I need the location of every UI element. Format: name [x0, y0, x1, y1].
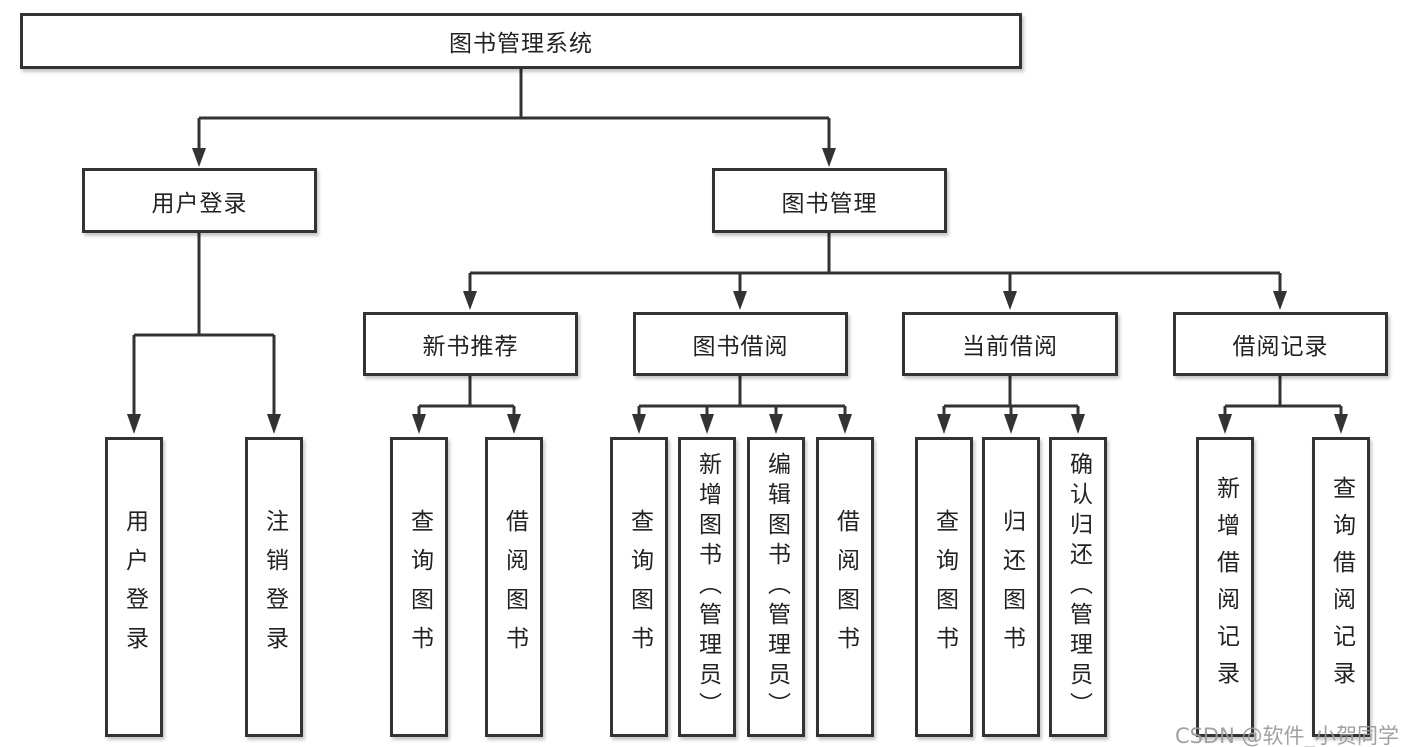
- node-label: 编辑图书（管理员）: [763, 452, 790, 722]
- node-label: 查询图书: [931, 509, 958, 665]
- node-label: 查询图书: [406, 509, 433, 665]
- node-user-login: 用户登录: [82, 168, 317, 233]
- node-label: 借阅记录: [1232, 334, 1329, 360]
- node-label: 图书管理系统: [449, 31, 593, 57]
- node-book-management: 图书管理: [712, 168, 947, 233]
- node-label: 图书管理: [781, 190, 878, 217]
- connector-borrow-rec-to-leaves: [1223, 376, 1343, 416]
- connector-new-book-to-leaves: [417, 376, 516, 416]
- connector-root-to-level2: [197, 69, 831, 150]
- node-label: 确认归还（管理员）: [1065, 452, 1092, 722]
- node-root: 图书管理系统: [20, 13, 1022, 69]
- arrowheads: [127, 148, 1348, 434]
- leaf-return-book: 归还图书: [982, 437, 1040, 737]
- leaf-query-books-borrowing: 查询图书: [610, 437, 668, 737]
- node-label: 查询借阅记录: [1328, 476, 1355, 698]
- node-label: 新书推荐: [422, 334, 519, 360]
- connector-user-login-to-leaves: [132, 233, 276, 416]
- node-label: 图书借阅: [692, 334, 789, 360]
- connector-cur-borrow-to-leaves: [942, 376, 1080, 416]
- leaf-user-login: 用户登录: [105, 437, 163, 737]
- connector-book-borrow-to-leaves: [637, 376, 847, 416]
- node-label: 用户登录: [151, 190, 248, 217]
- leaf-query-borrow-record: 查询借阅记录: [1312, 437, 1370, 737]
- leaf-logout: 注销登录: [245, 437, 303, 737]
- node-label: 查询图书: [626, 509, 653, 665]
- leaf-borrow-books-recommend: 借阅图书: [485, 437, 543, 737]
- connector-book-mgmt-to-level3: [468, 233, 1282, 292]
- node-label: 注销登录: [261, 509, 288, 665]
- leaf-confirm-return-admin: 确认归还（管理员）: [1049, 437, 1107, 737]
- node-label: 借阅图书: [832, 509, 859, 665]
- leaf-add-book-admin: 新增图书（管理员）: [678, 437, 736, 737]
- node-label: 新增图书（管理员）: [694, 452, 721, 722]
- node-label: 当前借阅: [962, 334, 1058, 360]
- node-new-book-recommend: 新书推荐: [363, 312, 578, 376]
- leaf-query-books-recommend: 查询图书: [390, 437, 448, 737]
- leaf-edit-book-admin: 编辑图书（管理员）: [747, 437, 805, 737]
- node-label: 新增借阅记录: [1212, 476, 1239, 698]
- node-label: 借阅图书: [501, 509, 528, 665]
- node-label: 归还图书: [998, 509, 1025, 665]
- node-label: 用户登录: [121, 509, 148, 665]
- leaf-add-borrow-record: 新增借阅记录: [1196, 437, 1254, 737]
- leaf-borrow-books-borrowing: 借阅图书: [816, 437, 874, 737]
- csdn-watermark: CSDN @软件_小贺同学: [1174, 724, 1399, 747]
- node-borrowing-records: 借阅记录: [1173, 312, 1388, 376]
- leaf-query-books-current: 查询图书: [915, 437, 973, 737]
- node-book-borrowing: 图书借阅: [633, 312, 848, 376]
- node-current-borrowing: 当前借阅: [902, 312, 1118, 376]
